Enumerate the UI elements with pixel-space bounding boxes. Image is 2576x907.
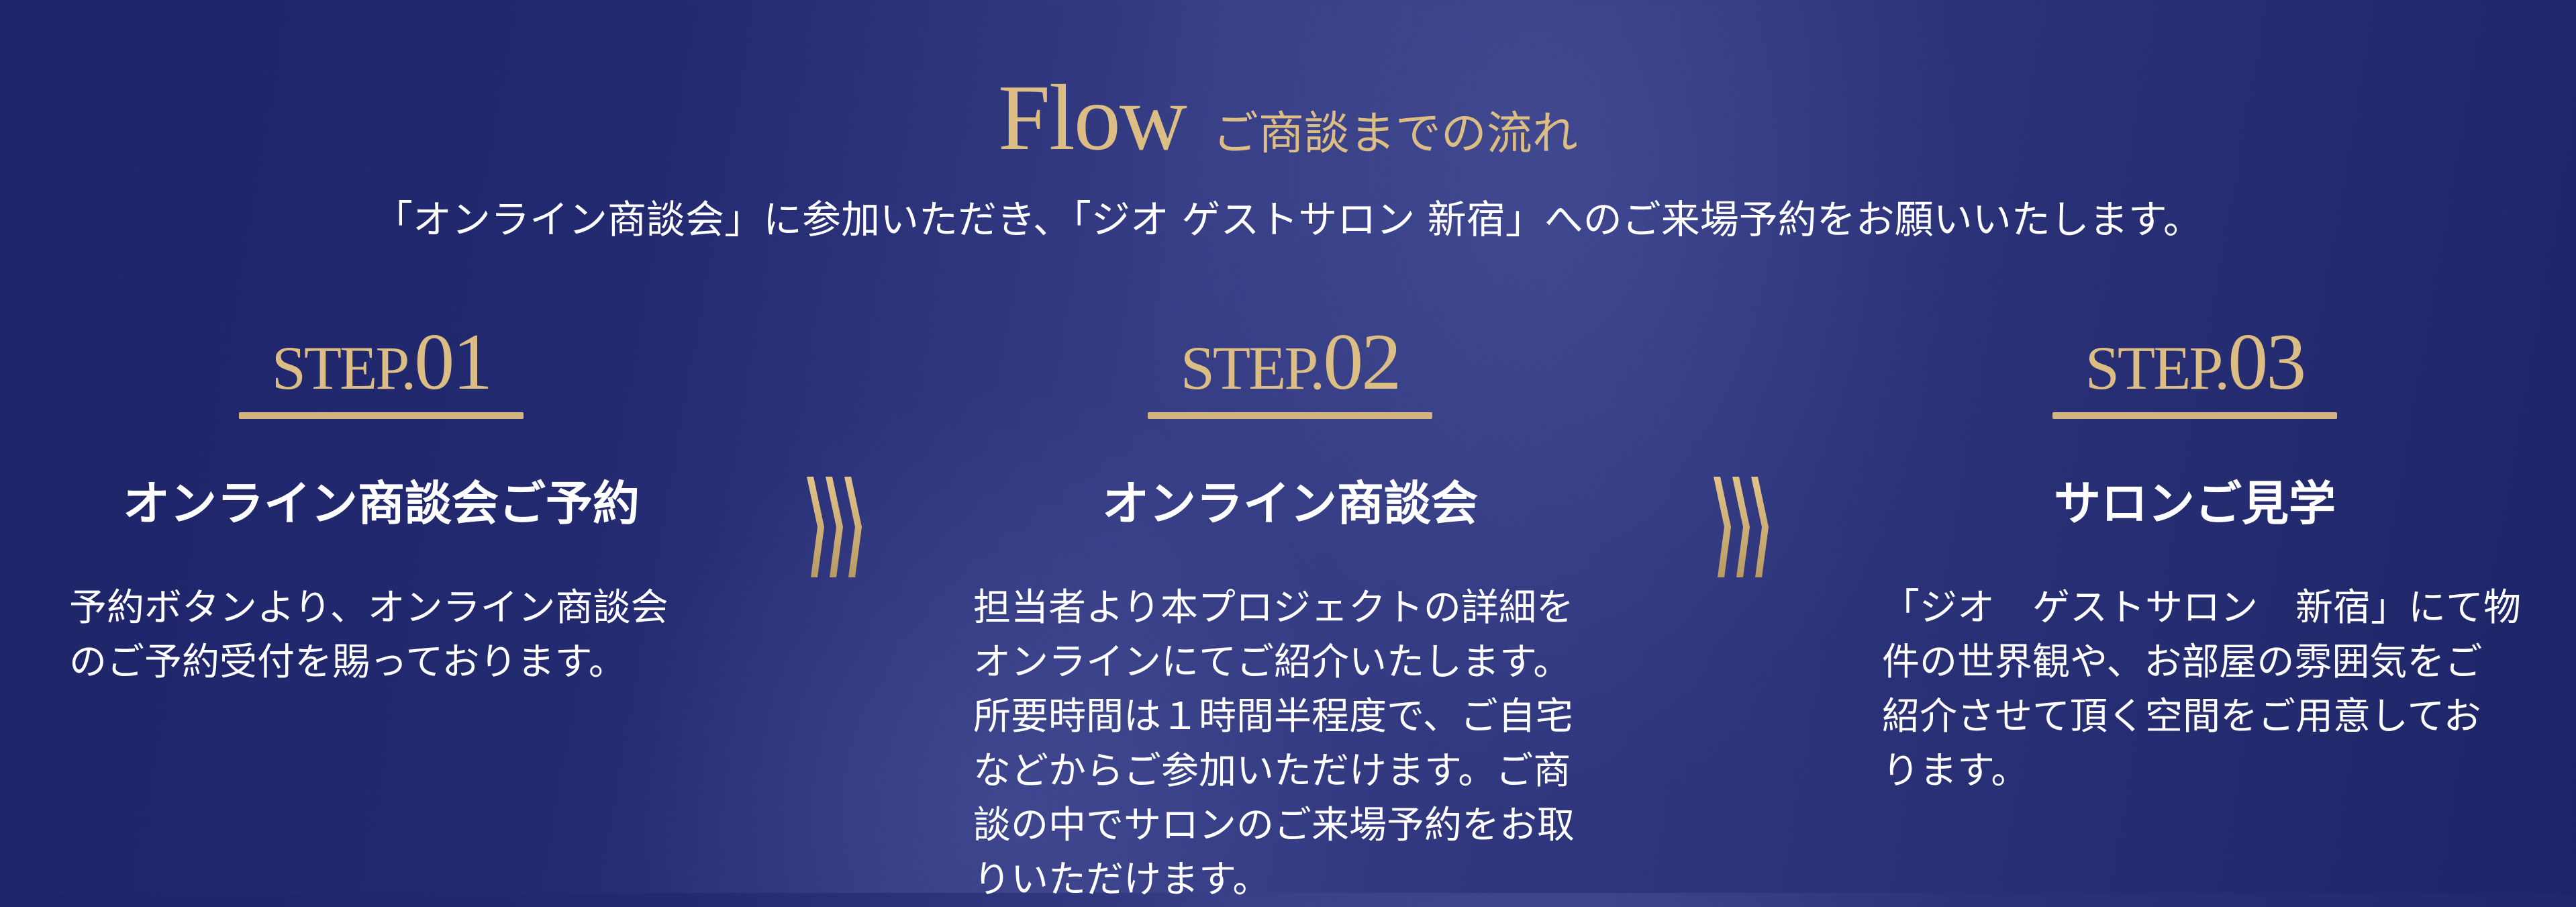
step-body: 予約ボタンより、オンライン商談会 のご予約受付を賜っております。 (69, 581, 717, 689)
chevron-right-icon (1714, 477, 1769, 577)
body-line: 「ジオ ゲストサロン 新宿」にて物 (1882, 586, 2521, 630)
body-line: 所要時間は１時間半程度で、ご自宅 (973, 695, 1573, 738)
step-heading: オンライン商談会 (1102, 475, 1478, 531)
step-number: 01 (414, 317, 493, 406)
step-3: STEP.03 サロンご見学 「ジオ ゲストサロン 新宿」にて物 件の世界観や、… (1859, 316, 2530, 798)
step-label: STEP.02 (954, 316, 1626, 408)
step-underline (2052, 412, 2337, 419)
body-line: のご予約受付を賜っております。 (69, 640, 626, 684)
body-line: 件の世界観や、お部屋の雰囲気をご (1882, 640, 2483, 684)
chevron-right-icon (807, 477, 862, 577)
body-line: などからご参加いただけます。ご商 (973, 749, 1571, 793)
step-2: STEP.02 オンライン商談会 担当者より本プロジェクトの詳細を オンラインに… (954, 316, 1626, 907)
step-body: 「ジオ ゲストサロン 新宿」にて物 件の世界観や、お部屋の雰囲気をご 紹介させて… (1882, 581, 2530, 798)
step-prefix: STEP. (271, 334, 417, 402)
intro-text: 「オンライン商談会」に参加いただき、「ジオ ゲストサロン 新宿」へのご来場予約を… (373, 197, 2203, 242)
body-line: りいただけます。 (973, 858, 1271, 902)
body-line: 予約ボタンより、オンライン商談会 (69, 586, 668, 630)
body-line: 紹介させて頂く空間をご用意してお (1882, 695, 2481, 738)
step-number: 02 (1323, 317, 1401, 406)
step-body: 担当者より本プロジェクトの詳細を オンラインにてご紹介いたします。 所要時間は１… (973, 581, 1626, 907)
step-number: 03 (2228, 317, 2306, 406)
step-label: STEP.03 (1859, 316, 2530, 408)
step-prefix: STEP. (1180, 334, 1326, 402)
title-en: Flow (998, 66, 1187, 170)
step-1: STEP.01 オンライン商談会ご予約 予約ボタンより、オンライン商談会 のご予… (46, 316, 717, 689)
body-line: ります。 (1882, 749, 2029, 793)
section-title: Flow ご商談までの流れ (0, 64, 2576, 172)
step-underline (1148, 412, 1432, 419)
step-heading: オンライン商談会ご予約 (123, 475, 640, 531)
body-line: 担当者より本プロジェクトの詳細を (973, 586, 1574, 630)
step-heading: サロンご見学 (2054, 475, 2336, 531)
body-line: 談の中でサロンのご来場予約をお取 (973, 804, 1575, 847)
step-prefix: STEP. (2085, 334, 2230, 402)
step-underline (239, 412, 524, 419)
title-jp: ご商談までの流れ (1212, 107, 1578, 160)
step-label: STEP.01 (46, 316, 717, 408)
body-line: オンラインにてご紹介いたします。 (973, 640, 1571, 684)
